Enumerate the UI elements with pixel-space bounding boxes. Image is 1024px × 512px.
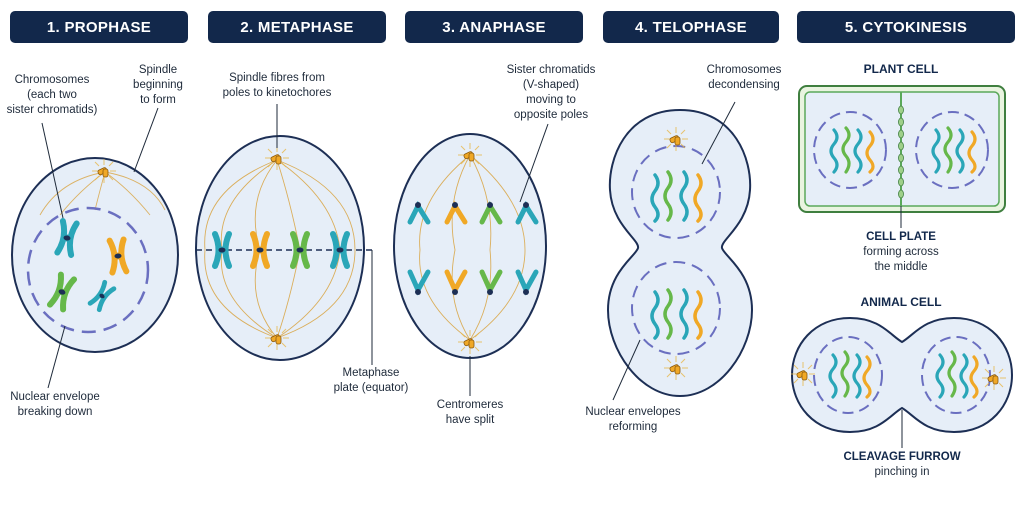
plant-cell-title: PLANT CELL [863, 62, 939, 76]
plant-cell [798, 85, 1006, 228]
label-metaphase-plate: Metaphase plate (equator) [333, 367, 409, 394]
label-spindle-fibres: Spindle fibres from poles to kinetochore… [222, 72, 332, 99]
header-anaphase: 3. ANAPHASE [405, 11, 583, 43]
label-nuclear-envelopes-reforming: Nuclear envelopes reforming [585, 406, 681, 433]
anaphase-cell [393, 123, 549, 396]
telophase-chromatin-bottom [650, 288, 703, 340]
telophase-chromatin-top [650, 170, 703, 223]
label-cleavage-furrow: CLEAVAGE FURROW pinching in [832, 450, 972, 480]
label-cell-plate: CELL PLATE forming across the middle [846, 230, 956, 275]
label-sister-chromatids: Sister chromatids (V-shaped) moving to o… [506, 64, 596, 121]
label-chromosomes: Chromosomes (each two sister chromatids) [6, 74, 98, 116]
header-cytokinesis: 5. CYTOKINESIS [797, 11, 1015, 43]
header-metaphase: 2. METAPHASE [208, 11, 386, 43]
metaphase-cell [195, 104, 373, 365]
label-centromeres-split: Centromeres have split [436, 399, 504, 426]
prophase-cell [11, 107, 179, 389]
cell-plate-vesicles [898, 105, 904, 199]
header-telophase: 4. TELOPHASE [603, 11, 779, 43]
telophase-cell [606, 101, 754, 401]
label-nuclear-envelope-breaking: Nuclear envelope breaking down [10, 391, 100, 418]
label-spindle-forming: Spindle beginning to form [133, 64, 183, 106]
cell-plate-title: CELL PLATE [866, 231, 936, 243]
header-prophase: 1. PROPHASE [10, 11, 188, 43]
animal-cell [790, 316, 1014, 448]
animal-cell-title: ANIMAL CELL [860, 295, 942, 309]
label-chromosomes-decondensing: Chromosomes decondensing [706, 64, 782, 91]
cleavage-furrow-title: CLEAVAGE FURROW [843, 451, 961, 463]
